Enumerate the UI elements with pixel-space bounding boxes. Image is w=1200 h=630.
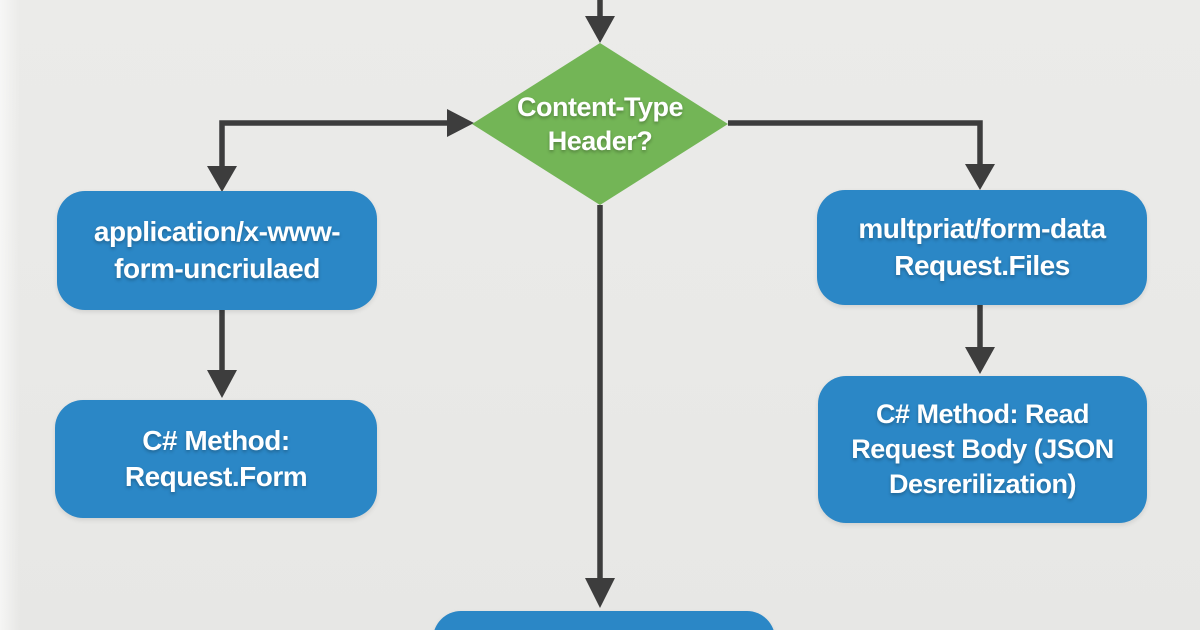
decision-content-type-header: Content-Type Header? <box>472 43 728 205</box>
node-label-line: Request Body (JSON <box>851 433 1114 464</box>
node-label-line: C# Method: <box>142 424 290 456</box>
node-bottom-partial <box>433 611 775 630</box>
connector-urlencoded-to-method <box>207 309 237 398</box>
decision-label-line1: Content-Type <box>517 91 683 122</box>
node-label-line: C# Method: Read <box>875 398 1090 429</box>
node-label-line: application/x-www- <box>93 216 341 248</box>
node-label-line: Desrerilization) <box>888 469 1077 500</box>
node-label-line: Request.Form <box>124 461 308 492</box>
node-label-line: form-uncriulaed <box>114 252 320 284</box>
node-request-form: C# Method: Request.Form <box>55 400 377 518</box>
node-label-line: multpriat/form-data <box>858 213 1106 245</box>
node-multipart-form-data: multpriat/form-data Request.Files <box>817 190 1147 305</box>
connector-top-into-decision <box>585 0 615 43</box>
connector-decision-to-bottom <box>585 205 615 608</box>
connector-decision-left-branch <box>207 109 474 192</box>
connector-multipart-to-method <box>965 304 995 374</box>
node-label-line: Request.Files <box>894 249 1070 281</box>
node-form-urlencoded: application/x-www- form-uncriulaed <box>57 191 377 310</box>
decision-label-line2: Header? <box>547 126 653 156</box>
connector-decision-right-branch <box>728 120 995 190</box>
node-json-deserialization: C# Method: Read Request Body (JSON Desre… <box>818 376 1147 523</box>
